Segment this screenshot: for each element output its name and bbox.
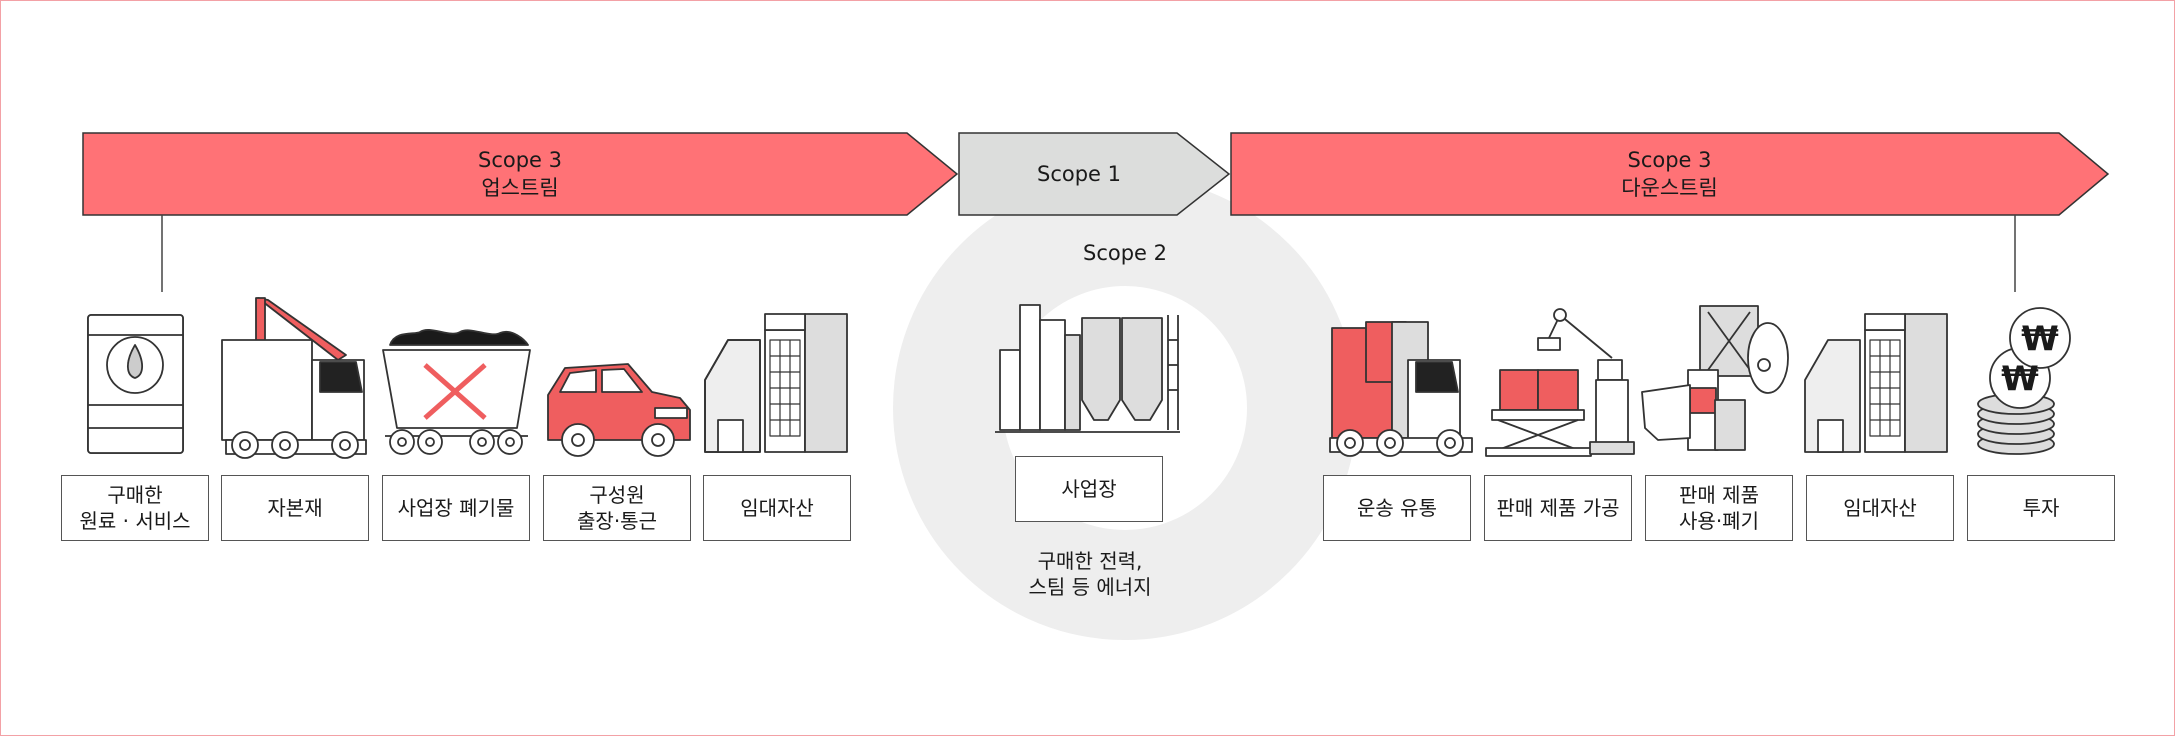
downstream-subtitle: 다운스트림 xyxy=(1621,176,1718,200)
upstream-subtitle: 업스트림 xyxy=(481,176,559,200)
upstream-item-label: 구매한 원료 · 서비스 xyxy=(79,483,191,533)
scope2-label: Scope 2 xyxy=(1082,241,1167,265)
scope2-caption: 구매한 전력, 스팀 등 에너지 xyxy=(1028,549,1152,599)
downstream-item-label: 판매 제품 사용·폐기 xyxy=(1679,483,1759,533)
upstream-banner xyxy=(82,132,959,216)
mine-cart-icon xyxy=(382,328,531,455)
downstream-item-box: 투자 xyxy=(1967,475,2115,541)
upstream-item-box: 사업장 폐기물 xyxy=(382,475,530,541)
factory-icon xyxy=(995,304,1180,433)
won-symbol-icon: ₩ xyxy=(2021,319,2059,359)
downstream-banner xyxy=(1230,132,2110,216)
building-icon xyxy=(704,313,848,453)
upstream-item-label: 사업장 폐기물 xyxy=(397,496,515,520)
upstream-item-box: 구성원 출장·통근 xyxy=(543,475,691,541)
scope2-ring xyxy=(893,176,1357,640)
downstream-item-box: 판매 제품 가공 xyxy=(1484,475,1632,541)
downstream-item-box: 임대자산 xyxy=(1806,475,1954,541)
downstream-title: Scope 3 xyxy=(1627,148,1712,172)
oil-barrel-icon xyxy=(87,314,184,454)
downstream-item-box: 판매 제품 사용·폐기 xyxy=(1645,475,1793,541)
crane-truck-icon xyxy=(221,297,367,459)
downstream-item-label: 판매 제품 가공 xyxy=(1496,496,1620,520)
won-symbol-icon: ₩ xyxy=(2001,359,2039,399)
upstream-item-box: 자본재 xyxy=(221,475,369,541)
building-icon xyxy=(1804,313,1948,453)
downstream-item-label: 투자 xyxy=(2022,496,2060,520)
won-coins-icon xyxy=(1977,307,2071,455)
downstream-item-box: 운송 유통 xyxy=(1323,475,1471,541)
hand-product-icon xyxy=(1641,305,1789,451)
robot-arm-icon xyxy=(1485,308,1635,457)
downstream-item-label: 운송 유통 xyxy=(1357,496,1437,520)
upstream-item-label: 구성원 출장·통근 xyxy=(577,483,657,533)
upstream-item-label: 임대자산 xyxy=(740,496,814,520)
downstream-item-label: 임대자산 xyxy=(1843,496,1917,520)
scope1-banner xyxy=(958,132,1231,216)
scope1-label: Scope 1 xyxy=(1036,162,1121,186)
upstream-item-label: 자본재 xyxy=(267,496,323,520)
upstream-banner-label: Scope 3 업스트림 xyxy=(83,146,957,202)
site-label-box: 사업장 xyxy=(1015,456,1163,522)
site-label: 사업장 xyxy=(1061,477,1117,501)
upstream-item-box: 임대자산 xyxy=(703,475,851,541)
upstream-title: Scope 3 xyxy=(477,148,562,172)
downstream-banner-label: Scope 3 다운스트림 xyxy=(1231,146,2108,202)
delivery-truck-icon xyxy=(1329,321,1473,457)
car-icon xyxy=(547,363,691,457)
upstream-item-box: 구매한 원료 · 서비스 xyxy=(61,475,209,541)
